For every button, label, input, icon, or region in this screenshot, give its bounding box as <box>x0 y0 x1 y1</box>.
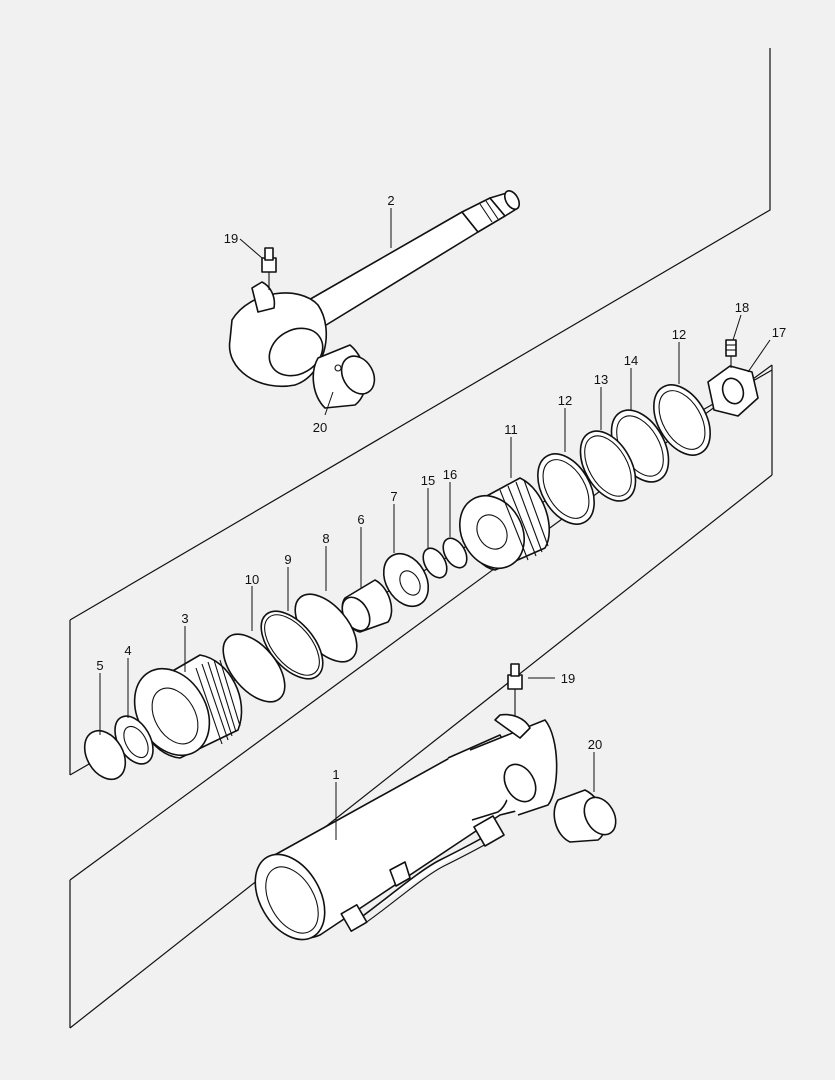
callout-3: 3 <box>181 611 188 626</box>
callout-8: 8 <box>322 531 329 546</box>
callout-13: 13 <box>594 372 608 387</box>
callout-4: 4 <box>124 643 131 658</box>
wiper-seal <box>114 715 154 765</box>
lock-nut <box>707 365 759 417</box>
callout-14: 14 <box>624 353 638 368</box>
seal-ring-13 <box>579 430 637 502</box>
callout-10: 10 <box>245 572 259 587</box>
callout-7: 7 <box>390 489 397 504</box>
callout-6: 6 <box>357 512 364 527</box>
bushing-lower <box>553 789 617 843</box>
snap-ring <box>83 729 127 781</box>
piston <box>459 477 550 571</box>
callout-2: 2 <box>387 193 394 208</box>
gland-head <box>133 654 243 759</box>
callout-12-left: 12 <box>558 393 572 408</box>
cylinder-barrel <box>254 663 558 941</box>
callout-17: 17 <box>772 325 786 340</box>
callout-12-right: 12 <box>672 327 686 342</box>
piston-rod <box>228 190 521 388</box>
callout-18: 18 <box>735 300 749 315</box>
callout-16: 16 <box>443 467 457 482</box>
callout-11: 11 <box>504 422 518 437</box>
seal-ring-12a <box>653 384 711 456</box>
callout-1: 1 <box>332 767 339 782</box>
callout-9: 9 <box>284 552 291 567</box>
frame-upper <box>69 48 771 775</box>
callout-15: 15 <box>421 473 435 488</box>
o-ring-10 <box>222 633 286 703</box>
o-ring-15 <box>422 547 448 579</box>
seal-ring-12b <box>537 453 595 525</box>
grub-screw <box>725 339 737 368</box>
callout-19-upper: 19 <box>224 231 238 246</box>
callout-5: 5 <box>96 658 103 673</box>
callout-19-lower: 19 <box>561 671 575 686</box>
callout-20-lower: 20 <box>588 737 602 752</box>
o-ring-16 <box>442 537 468 569</box>
callout-labels: 2 19 20 18 17 12 14 13 12 11 15 16 7 6 8… <box>96 193 786 782</box>
bushing-upper <box>312 344 376 409</box>
washer <box>382 552 430 608</box>
callout-20-upper: 20 <box>313 420 327 435</box>
leader-lines <box>99 208 771 840</box>
